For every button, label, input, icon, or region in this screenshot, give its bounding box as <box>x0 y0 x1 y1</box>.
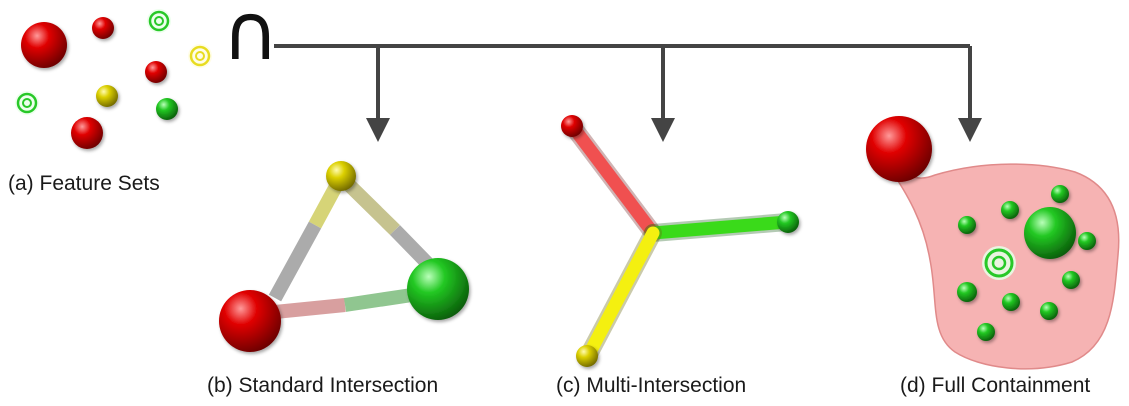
green-sphere-icon <box>156 98 178 120</box>
green-sphere-icon <box>1024 207 1076 259</box>
red-sphere-icon <box>71 117 103 149</box>
caption-multi-intersection: (c) Multi-Intersection <box>556 374 747 397</box>
connector-tree <box>274 44 972 120</box>
green-sphere-icon <box>1001 201 1019 219</box>
red-sphere-icon <box>866 116 932 182</box>
green-sphere-icon <box>407 258 469 320</box>
green-target-icon <box>147 9 171 33</box>
caption-full-containment: (d) Full Containment <box>900 374 1091 397</box>
red-sphere-icon <box>21 22 67 68</box>
green-target-icon <box>982 246 1016 280</box>
yellow-sphere-icon <box>576 345 598 367</box>
green-sphere-icon <box>958 216 976 234</box>
green-sphere-icon <box>977 323 995 341</box>
down-arrow-icon <box>651 118 675 142</box>
intersection-operator: ∩ <box>222 0 280 78</box>
green-sphere-icon <box>1051 185 1069 203</box>
yellow-target-icon <box>188 44 212 68</box>
red-sphere-icon <box>92 17 114 39</box>
green-sphere-icon <box>1062 271 1080 289</box>
standard-intersection-diagram <box>219 161 469 352</box>
green-sphere-icon <box>1078 232 1096 250</box>
red-sphere-icon <box>561 115 583 137</box>
feature-sets-cluster <box>15 9 212 149</box>
full-containment-diagram <box>866 116 1120 370</box>
red-sphere-icon <box>145 61 167 83</box>
green-sphere-icon <box>777 211 799 233</box>
caption-standard-intersection: (b) Standard Intersection <box>207 374 439 397</box>
yellow-sphere-icon <box>96 85 118 107</box>
green-sphere-icon <box>1040 302 1058 320</box>
green-target-icon <box>15 91 39 115</box>
yellow-sphere-icon <box>326 161 356 191</box>
multi-intersection-diagram <box>561 115 799 367</box>
down-arrow-icon <box>366 118 390 142</box>
green-sphere-icon <box>957 282 977 302</box>
down-arrow-icon <box>958 118 982 142</box>
green-sphere-icon <box>1002 293 1020 311</box>
red-sphere-icon <box>219 290 281 352</box>
caption-feature-sets: (a) Feature Sets <box>8 172 160 195</box>
